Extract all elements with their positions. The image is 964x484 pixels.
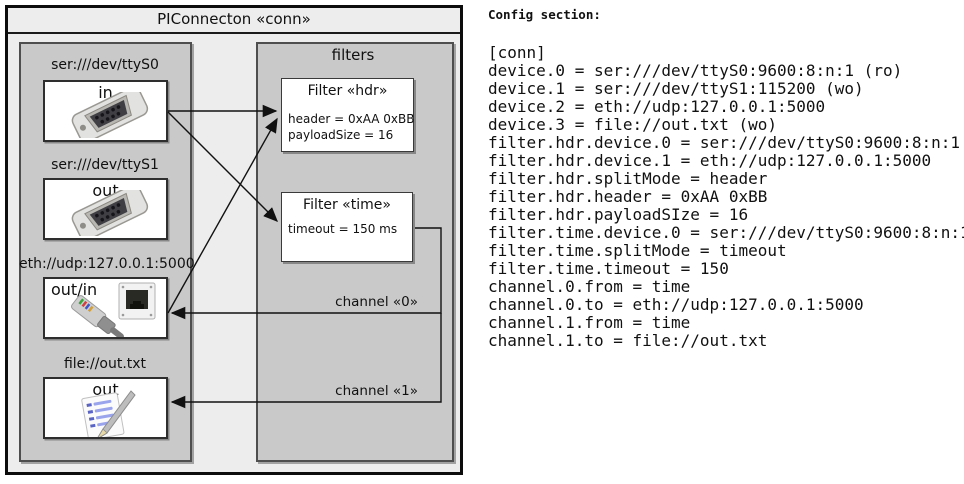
filter-hdr-box: Filter «hdr» header = 0xAA 0xBB payloadS… [281,78,414,152]
config-section-text: [conn]device.0 = ser:///dev/ttyS0:9600:8… [488,44,964,350]
serial-port-icon [71,92,149,138]
config-line: filter.hdr.splitMode = header [488,169,768,188]
device-box-file: out [43,377,168,439]
config-line: device.1 = ser:///dev/ttyS1:115200 (wo) [488,79,864,98]
notes-file-icon [81,390,136,437]
config-line: filter.hdr.device.1 = eth://udp:127.0.0.… [488,151,932,170]
filters-panel-title: filters [331,46,375,64]
device-label-ttys0: ser:///dev/ttyS0 [51,57,159,73]
channel-1-label: channel «1» [335,383,418,399]
config-line: filter.time.timeout = 150 [488,259,729,278]
device-box-ttys0: in [43,80,168,142]
serial-port-icon [71,190,149,236]
config-line: channel.1.to = file://out.txt [488,331,768,350]
config-line: device.0 = ser:///dev/ttyS0:9600:8:n:1 (… [488,61,903,80]
port-label: out/in [51,280,98,299]
filter-hdr-title: Filter «hdr» [307,83,388,99]
device-box-eth: out/in [43,277,168,339]
device-box-ttys1: out [43,178,168,240]
filter-prop: timeout = 150 ms [288,222,398,236]
piconnecton-title: PIConnecton «conn» [8,8,460,34]
filter-prop: header = 0xAA 0xBB [288,112,415,126]
config-line: [conn] [488,43,546,62]
config-line: device.2 = eth://udp:127.0.0.1:5000 [488,97,826,116]
config-line: filter.hdr.header = 0xAA 0xBB [488,187,768,206]
config-line: channel.0.from = time [488,277,691,296]
config-line: filter.hdr.device.0 = ser:///dev/ttyS0:9… [488,133,961,152]
rj45-cable-icon [71,295,124,337]
filter-time-props: timeout = 150 ms [288,221,397,237]
filter-hdr-props: header = 0xAA 0xBB payloadSize = 16 [288,111,414,143]
config-line: filter.time.device.0 = ser:///dev/ttyS0:… [488,223,964,242]
port-label: in [98,83,113,102]
config-line: channel.0.to = eth://udp:127.0.0.1:5000 [488,295,864,314]
device-label-eth: eth://udp:127.0.0.1:5000 [19,256,195,272]
config-line: device.3 = file://out.txt (wo) [488,115,777,134]
config-line: filter.time.splitMode = timeout [488,241,787,260]
channel-0-label: channel «0» [335,294,418,310]
filter-time-title: Filter «time» [303,197,391,213]
config-line: channel.1.from = time [488,313,691,332]
device-label-ttys1: ser:///dev/ttyS1 [51,157,159,173]
filter-prop: payloadSize = 16 [288,128,394,142]
config-line: filter.hdr.payloadSIze = 16 [488,205,749,224]
config-section-heading: Config section: [488,7,601,22]
filter-time-box: Filter «time» timeout = 150 ms [281,192,413,262]
device-label-file: file://out.txt [63,356,147,372]
ethernet-icon [71,282,156,337]
rj45-jack-icon [118,282,156,320]
